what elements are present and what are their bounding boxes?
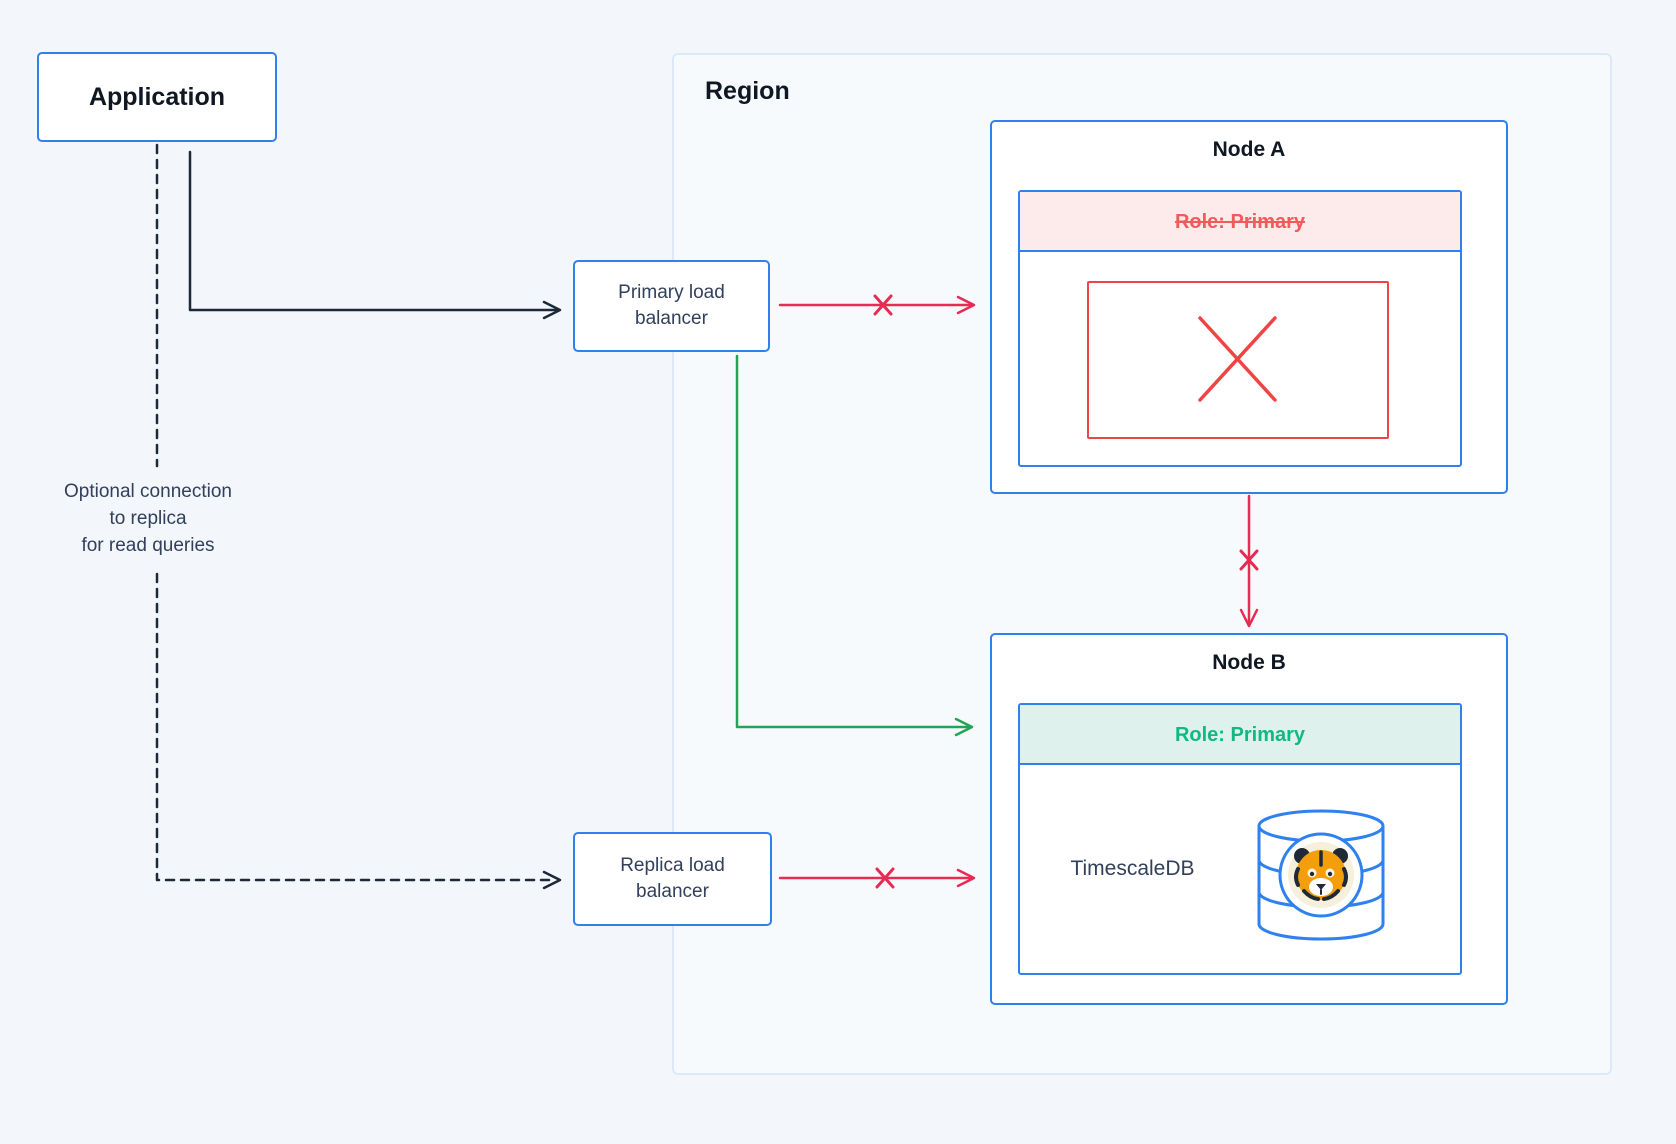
arrowhead-icon [542,870,562,890]
node-b-inner-box: Role: Primary TimescaleDB [1018,703,1462,975]
region-label: Region [705,77,790,105]
node-a-inner-box: Role: Primary [1018,190,1462,467]
tiger-badge-icon [1278,832,1364,918]
node-a-title: Node A [1212,138,1286,161]
node-a-role-header: Role: Primary [1020,192,1460,252]
node-b-title: Node B [1212,651,1286,674]
node-b-role-label: Role: Primary [1174,724,1306,746]
arrow-app-to-primary-lb [188,150,562,320]
node-b-role-header: Role: Primary [1020,705,1460,765]
application-label: Application [88,82,226,111]
node-b-body: TimescaleDB [1020,765,1460,973]
note-line-3: for read queries [81,535,215,556]
failure-x-icon [1198,316,1277,402]
replica-load-balancer-label: Replica load balancer [620,855,725,902]
node-a-role-label: Role: Primary [1174,211,1306,233]
note-line-1: Optional connection [64,481,232,502]
primary-load-balancer-box: Primary load balancer [573,260,770,352]
note-line-2: to replica [109,508,187,529]
node-a-failed-database-box [1087,281,1389,439]
replica-load-balancer-box: Replica load balancer [573,832,772,926]
node-b-box: Node B Role: Primary TimescaleDB [990,633,1508,1005]
database-cylinder-icon [1257,809,1385,941]
optional-connection-note: Optional connection to replica for read … [40,478,256,559]
node-a-box: Node A Role: Primary [990,120,1508,494]
primary-load-balancer-label: Primary load balancer [618,282,725,329]
timescaledb-database-icon [1256,807,1386,950]
application-box: Application [37,52,277,142]
timescaledb-label: TimescaleDB [1070,857,1195,880]
arrowhead-icon [542,300,562,320]
